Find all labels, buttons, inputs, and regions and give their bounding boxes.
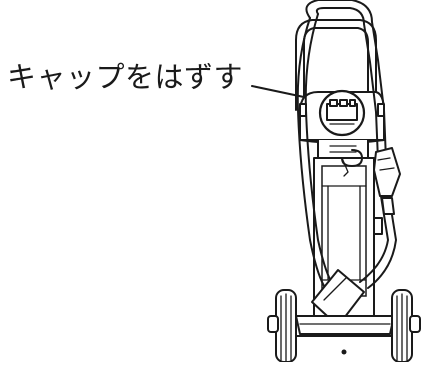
axle [295,335,393,355]
hose [296,0,397,293]
right-wheel [391,289,421,363]
frame-clips [299,103,385,235]
base-plate [295,315,395,335]
left-wheel [267,289,297,363]
chain-ring [341,149,363,177]
callout-label: キャップをはずす [7,60,244,94]
nozzle-gun [373,147,401,215]
cap-icon [326,99,358,125]
